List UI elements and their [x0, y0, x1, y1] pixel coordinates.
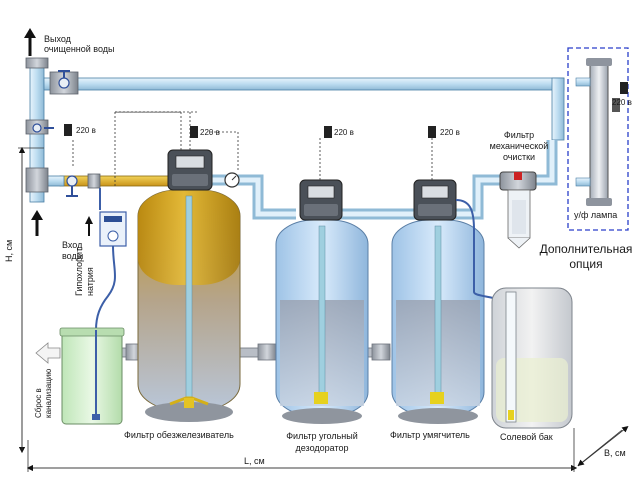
- label-line: механической: [489, 141, 549, 151]
- label-line: Фильтр: [503, 130, 535, 140]
- feed-pipe-yellow: [59, 175, 179, 187]
- iron-filter-tank: [137, 189, 241, 422]
- pump-icon[interactable]: [99, 211, 127, 247]
- controller-icon[interactable]: [167, 149, 213, 191]
- power-wiring: [72, 111, 433, 188]
- controller-icon[interactable]: [299, 179, 343, 221]
- plug-icon: [190, 126, 198, 138]
- label-treated-water-outlet: Выход очищенной воды: [44, 34, 115, 54]
- label-power: 220 в: [440, 128, 460, 137]
- label-line: опция: [569, 257, 603, 271]
- label-power: 220 в: [76, 126, 96, 135]
- uv-lamp: [575, 58, 620, 206]
- controller-icon[interactable]: [413, 179, 457, 221]
- carbon-filter-tank: [275, 219, 369, 424]
- label-power: 220 в: [612, 98, 632, 107]
- label-dim-h: Н, см: [4, 239, 14, 262]
- label-line: очищенной воды: [44, 44, 115, 54]
- arrow-up-icon: [24, 28, 36, 56]
- valve-icon[interactable]: [32, 123, 54, 133]
- label-line: Фильтр угольный: [286, 431, 358, 441]
- label-dim-l: L, см: [244, 456, 265, 466]
- label-drain-to-sewer: Сброс в канализацию: [34, 369, 54, 418]
- plug-icon: [324, 126, 332, 138]
- label-line: натрия: [85, 267, 95, 296]
- optional-box: [567, 47, 629, 231]
- softener-filter-tank: [391, 219, 485, 424]
- label-optional: Дополнительная опция: [532, 242, 640, 272]
- label-power: 220 в: [334, 128, 354, 137]
- label-line: очистки: [502, 152, 536, 162]
- label-line: дезодоратор: [295, 443, 349, 453]
- label-iron-filter: Фильтр обезжелезиватель: [124, 430, 234, 440]
- valve-icon[interactable]: [58, 70, 70, 89]
- label-dim-b: В, см: [604, 448, 626, 458]
- salt-tank: [491, 287, 573, 429]
- label-carbon-filter: Фильтр угольный дезодоратор: [272, 430, 372, 454]
- mechanical-filter: [499, 171, 537, 249]
- label-line: Сброс в: [34, 388, 43, 418]
- label-water-inlet: Вход воды: [62, 240, 83, 262]
- label-softener-filter: Фильтр умягчитель: [390, 430, 470, 440]
- valve-icon[interactable]: [66, 175, 78, 197]
- dimension-lines: [18, 146, 629, 472]
- arrow-up-icon: [31, 210, 43, 236]
- drain-tank: [59, 327, 125, 425]
- label-line: Вход: [62, 240, 83, 250]
- label-line: воды: [62, 251, 84, 261]
- arrow-left-icon: [35, 342, 61, 364]
- arrow-up-icon: [85, 216, 93, 236]
- return-pipe-drop: [551, 77, 565, 141]
- label-line: Дополнительная: [539, 242, 633, 256]
- label-sodium-hypochlorite: Гипохлорит натрия: [74, 248, 96, 296]
- plug-icon: [428, 126, 436, 138]
- plug-icon: [64, 124, 72, 136]
- label-line: Гипохлорит: [74, 247, 84, 296]
- label-power: 220 в: [200, 128, 220, 137]
- label-line: Выход: [44, 34, 71, 44]
- plug-icon: [620, 82, 628, 94]
- label-salt-tank: Солевой бак: [500, 432, 553, 442]
- label-mechanical-filter: Фильтр механической очистки: [484, 130, 554, 163]
- label-line: канализацию: [44, 368, 53, 418]
- label-uv-lamp: у/ф лампа: [574, 210, 618, 220]
- return-pipe-top: [43, 77, 565, 91]
